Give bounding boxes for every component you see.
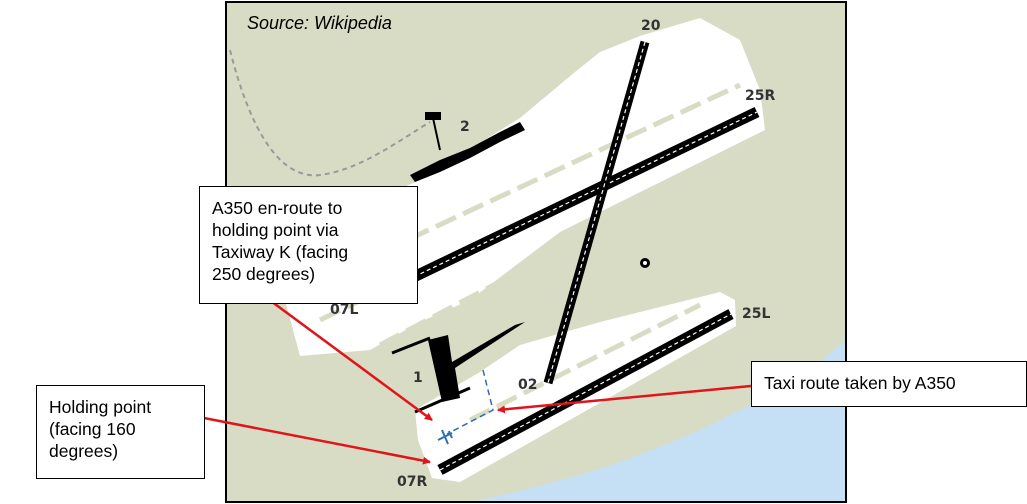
runway-07L-25R — [367, 107, 760, 303]
source-label: Source: Wikipedia — [247, 13, 392, 33]
taxi-route-line — [446, 369, 494, 435]
terminal-2-building — [410, 112, 525, 182]
runway-label-25L: 25L — [742, 306, 770, 322]
runway-label-02: 02 — [518, 377, 537, 393]
taxi-route-arrow — [497, 384, 752, 414]
runway-label-25R: 25R — [745, 88, 775, 104]
runway-label-07L: 07L — [330, 302, 358, 318]
runway-02-20 — [543, 40, 650, 385]
runway-label-20: 20 — [641, 18, 661, 34]
road-dashed — [229, 49, 431, 177]
enroute-callout: A350 en-route to holding point via Taxiw… — [199, 186, 418, 304]
runway-label-07R: 07R — [397, 474, 427, 490]
aircraft-icon — [437, 429, 453, 445]
terminal-1-building — [391, 322, 525, 414]
runway-07R-25L — [437, 309, 734, 475]
terminal-1-label: 1 — [413, 370, 423, 386]
holding-arrow — [203, 416, 431, 465]
water-area — [469, 340, 846, 502]
holding-point-callout: Holding point (facing 160 degrees) — [36, 385, 205, 479]
terminal-2-label: 2 — [460, 119, 470, 135]
taxi-route-callout: Taxi route taken by A350 — [751, 361, 1027, 407]
